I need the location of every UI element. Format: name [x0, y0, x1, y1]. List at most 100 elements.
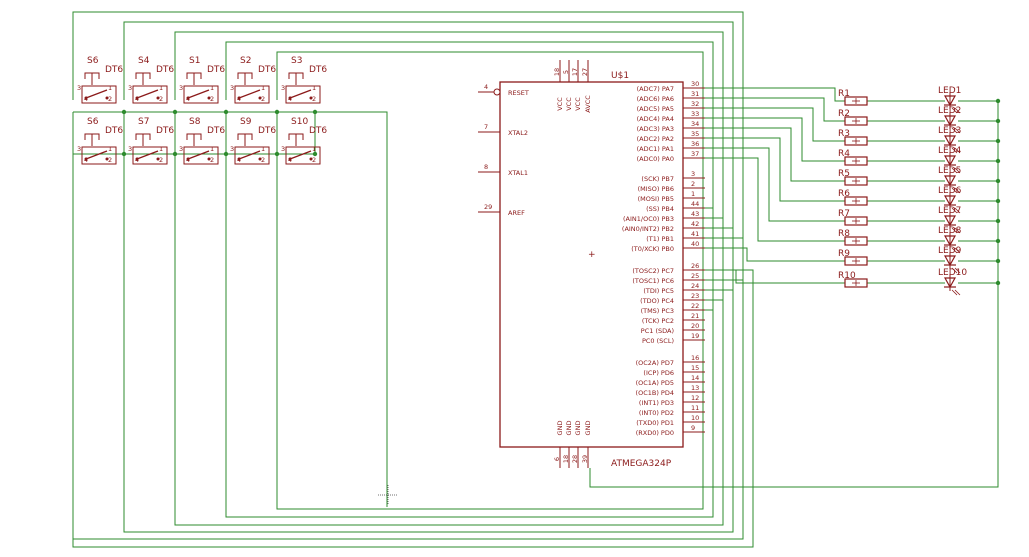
- switch-contact-pin: [186, 157, 190, 161]
- switch-body: [285, 85, 321, 104]
- led: LED8: [938, 226, 962, 254]
- mcu-pin-number: 17: [571, 68, 579, 76]
- mcu-pin-label: (MISO) PB6: [638, 185, 674, 193]
- mcu-pin-number: 29: [484, 203, 492, 211]
- mcu-pin-number: 33: [691, 110, 699, 118]
- switch-contact: [289, 89, 312, 99]
- resistor: R6: [838, 189, 868, 206]
- switch-body: [81, 146, 117, 165]
- mcu-pin-number: 25: [691, 272, 699, 280]
- switch-contact-pin: [237, 96, 241, 100]
- wire-switch-column-1: [123, 21, 734, 533]
- mcu-body: [499, 81, 684, 448]
- mcu-pin-label: PC1 (SDA): [641, 327, 674, 335]
- resistor: R10: [838, 271, 868, 288]
- wire-switch-row-top: [73, 111, 388, 507]
- junction-dot: [995, 118, 1001, 124]
- led-light-arrow: [954, 187, 961, 194]
- switch-value: DT6: [105, 126, 123, 136]
- switch-pin-number: 3: [281, 145, 285, 153]
- resistor: R4: [838, 149, 868, 166]
- mcu-pin-number: 1: [691, 190, 695, 198]
- switch-pin-number: 1: [210, 145, 214, 153]
- switch-pin-number: 1: [312, 145, 316, 153]
- switch-body: [183, 85, 219, 104]
- reset-inverter-bubble: [493, 88, 501, 96]
- mcu-pin-number: 37: [691, 150, 699, 158]
- led-light-arrow: [954, 227, 961, 234]
- led-light-arrow: [951, 127, 958, 134]
- wire-port-resistor: [705, 117, 845, 162]
- led-light-arrow: [951, 167, 958, 174]
- mcu-pin-label: RESET: [508, 89, 529, 97]
- switch-pin-number: 4: [84, 156, 88, 164]
- switch-contact-pin: [156, 96, 160, 100]
- mcu-pin-label: (TOSC1) PC6: [632, 277, 674, 285]
- led-name: LED8: [938, 226, 962, 236]
- mcu-pin-label: (INT0) PD2: [639, 409, 674, 417]
- led-light-arrow: [951, 267, 958, 274]
- switch-contact: [136, 89, 159, 99]
- mcu-pin-number: 16: [691, 354, 699, 362]
- mcu-pin-label: (TDI) PC5: [643, 287, 674, 295]
- switch-pin-number: 4: [186, 95, 190, 103]
- switch-value: DT6: [258, 65, 276, 75]
- switch-contact-pin: [288, 96, 292, 100]
- mcu-pin-number: 18: [562, 455, 570, 463]
- mcu-pin-number: 6: [553, 457, 561, 461]
- led-name: LED10: [938, 268, 967, 278]
- switch-contact-pin: [135, 96, 139, 100]
- wire-gnd-rail: [589, 101, 999, 488]
- led-name: LED3: [938, 126, 961, 136]
- switch-contact-pin: [309, 157, 313, 161]
- junction-dot: [995, 138, 1001, 144]
- mcu-pin-label: (TMS) PC3: [641, 307, 674, 315]
- mcu-pin-label: (TOSC2) PC7: [632, 267, 674, 275]
- mcu-pin-number: 28: [571, 455, 579, 463]
- switch-value: DT6: [309, 65, 327, 75]
- switch-pin-number: 4: [135, 156, 139, 164]
- switch-contact-pin: [207, 96, 211, 100]
- resistor: R9: [838, 249, 868, 266]
- mcu-pin-number: 34: [691, 120, 699, 128]
- switch-name: S1: [189, 56, 200, 66]
- mcu-pin-label: (MOSI) PB5: [638, 195, 674, 203]
- resistor-body: [844, 196, 868, 206]
- resistor-body: [844, 156, 868, 166]
- switch-contact: [238, 150, 261, 160]
- mcu-pin-number: 32: [691, 100, 699, 108]
- resistor-name: R10: [838, 271, 856, 281]
- switch-contact-pin: [84, 96, 88, 100]
- led: LED1: [938, 86, 961, 114]
- resistor: R7: [838, 209, 868, 226]
- switch-pin-number: 3: [230, 145, 234, 153]
- led-name: LED7: [938, 206, 961, 216]
- mcu-pin-label: XTAL1: [508, 169, 528, 177]
- mcu-pin-number: 9: [691, 424, 695, 432]
- switch-name: S8: [189, 117, 201, 127]
- switch-contact: [187, 150, 210, 160]
- wire-port-resistor: [705, 127, 845, 182]
- mcu-pin-label: (ADC1) PA1: [637, 145, 674, 153]
- switch-pin-number: 3: [179, 84, 183, 92]
- mcu-pin-number: 30: [691, 80, 699, 88]
- wire-port-resistor: [705, 137, 845, 202]
- mcu-pin-number: 20: [691, 322, 699, 330]
- led: LED9: [938, 246, 962, 274]
- resistor-body: [844, 236, 868, 246]
- switch-pin-number: 3: [179, 145, 183, 153]
- mcu-pin-number: 13: [691, 384, 699, 392]
- mcu-pin-label: GND: [574, 421, 582, 436]
- switch-contact: [136, 150, 159, 160]
- mcu-origin-mark: +: [588, 250, 596, 260]
- resistor: R1: [838, 89, 868, 106]
- switch-contact-pin: [135, 157, 139, 161]
- mcu-pin-label: (ADC3) PA3: [637, 125, 674, 133]
- led-light-arrow: [951, 289, 958, 296]
